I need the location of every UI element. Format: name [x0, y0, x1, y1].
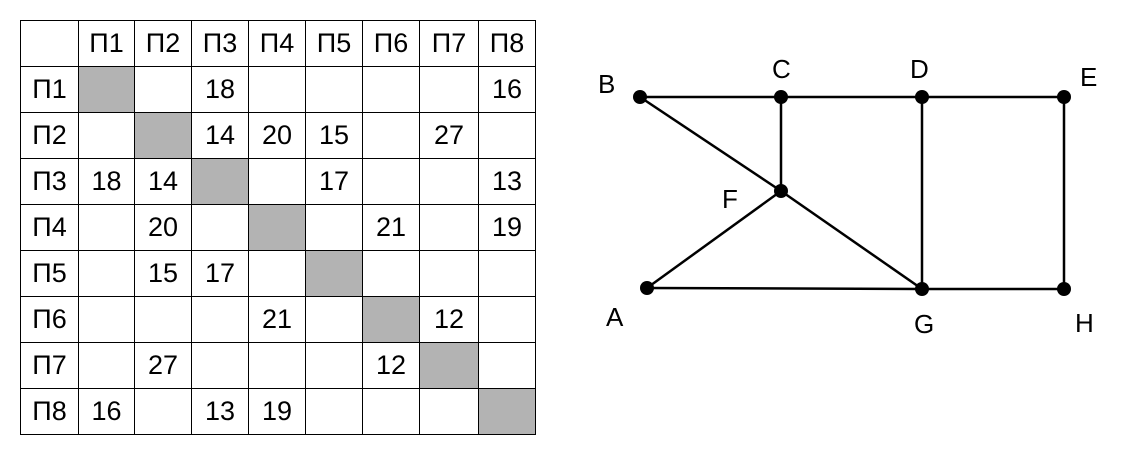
column-header: П6	[362, 20, 420, 67]
column-header: П8	[478, 20, 536, 67]
distance-cell	[134, 296, 192, 343]
node-label-F: F	[722, 184, 738, 214]
distance-cell: 27	[134, 342, 192, 389]
distance-cell	[134, 388, 192, 435]
row-header: П7	[20, 342, 79, 389]
edge-B-F	[639, 95, 782, 193]
distance-cell: 21	[362, 204, 420, 251]
distance-cell	[362, 112, 420, 159]
row-header: П3	[20, 158, 79, 205]
row-header: П6	[20, 296, 79, 343]
node-E	[1057, 90, 1071, 104]
distance-cell	[362, 158, 420, 205]
distance-cell	[478, 296, 536, 343]
distance-cell: 13	[191, 388, 249, 435]
diagonal-cell	[478, 388, 536, 435]
node-C	[774, 90, 788, 104]
node-label-C: C	[772, 54, 791, 84]
node-label-A: A	[606, 302, 624, 332]
distance-cell	[134, 66, 192, 113]
distance-cell	[78, 296, 135, 343]
distance-cell: 18	[78, 158, 135, 205]
node-A	[640, 281, 654, 295]
diagonal-cell	[362, 296, 420, 343]
distance-cell: 15	[134, 250, 192, 297]
column-header: П7	[419, 20, 479, 67]
diagonal-cell	[191, 158, 249, 205]
distance-cell	[362, 250, 420, 297]
distance-cell	[248, 342, 306, 389]
distance-cell	[362, 388, 420, 435]
diagonal-cell	[248, 204, 306, 251]
distance-cell: 19	[248, 388, 306, 435]
node-H	[1057, 282, 1071, 296]
distance-cell	[248, 66, 306, 113]
node-label-E: E	[1080, 62, 1097, 92]
node-G	[915, 282, 929, 296]
distance-cell	[478, 250, 536, 297]
distance-cell	[305, 388, 363, 435]
row-header: П8	[20, 388, 79, 435]
distance-cell	[419, 204, 479, 251]
distance-cell	[478, 112, 536, 159]
distance-cell: 27	[419, 112, 479, 159]
distance-cell: 20	[134, 204, 192, 251]
distance-cell	[305, 66, 363, 113]
column-header: П3	[191, 20, 249, 67]
table-row: П6 21 12	[20, 296, 536, 343]
column-header: П5	[305, 20, 363, 67]
node-F	[774, 184, 788, 198]
distance-cell: 21	[248, 296, 306, 343]
row-header: П1	[20, 66, 79, 113]
diagonal-cell	[419, 342, 479, 389]
corner-cell	[20, 20, 79, 67]
diagonal-cell	[78, 66, 135, 113]
node-label-B: B	[598, 69, 615, 99]
distance-cell	[419, 250, 479, 297]
node-label-G: G	[914, 309, 934, 339]
node-label-H: H	[1075, 308, 1094, 338]
distance-cell: 17	[191, 250, 249, 297]
node-D	[915, 90, 929, 104]
edge-A-G	[646, 286, 923, 291]
node-label-D: D	[910, 54, 929, 84]
distance-cell: 13	[478, 158, 536, 205]
distance-cell	[78, 112, 135, 159]
row-header: П2	[20, 112, 79, 159]
distance-cell	[305, 204, 363, 251]
distance-cell: 16	[478, 66, 536, 113]
edge-A-F	[646, 189, 782, 290]
node-B	[633, 90, 647, 104]
diagonal-cell	[305, 250, 363, 297]
distance-cell: 18	[191, 66, 249, 113]
column-header: П4	[248, 20, 306, 67]
distance-cell	[78, 204, 135, 251]
row-header: П4	[20, 204, 79, 251]
distance-cell	[362, 66, 420, 113]
edge-F-G	[780, 189, 923, 291]
distance-cell: 19	[478, 204, 536, 251]
row-header: П5	[20, 250, 79, 297]
distance-cell	[248, 158, 306, 205]
distance-cell: 12	[419, 296, 479, 343]
